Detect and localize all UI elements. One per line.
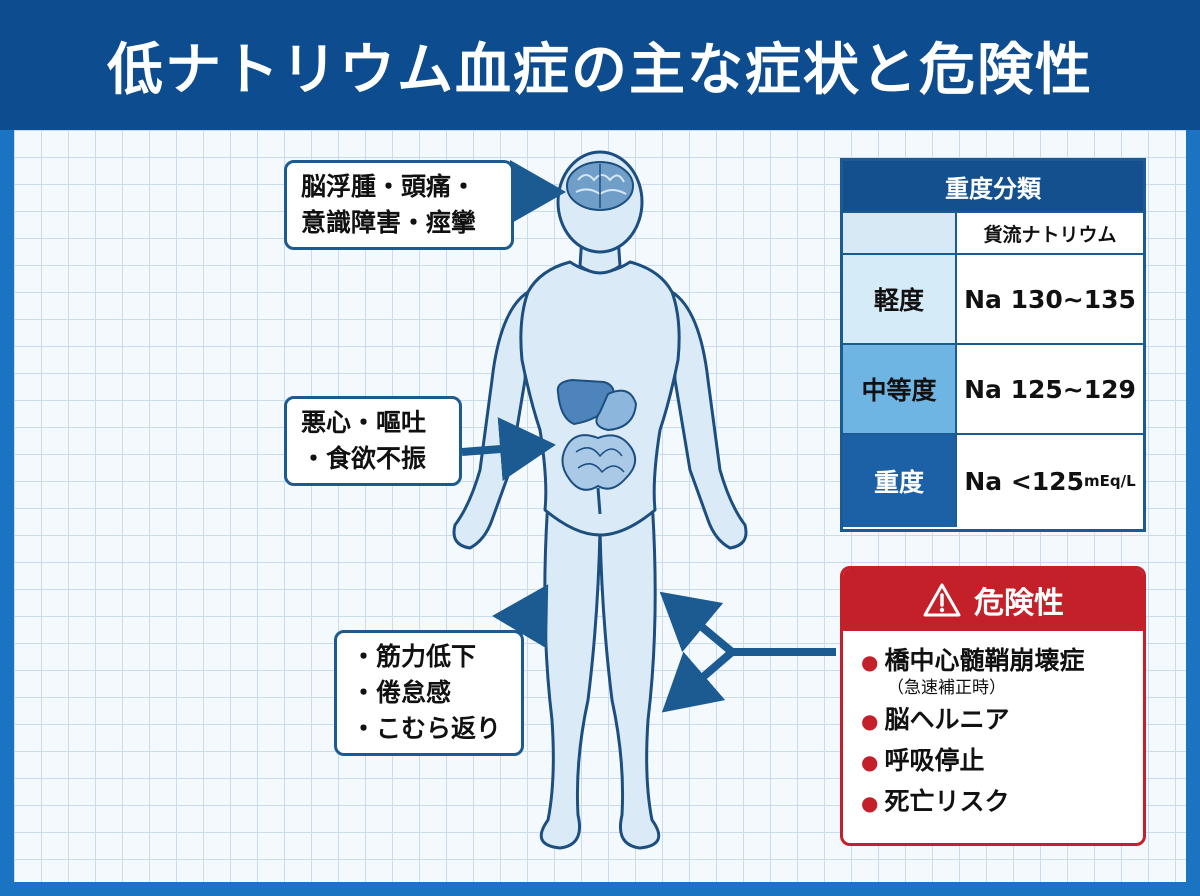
bullet-icon: ● xyxy=(861,709,879,733)
danger-item: ●脳ヘルニア xyxy=(861,700,1143,741)
severity-value: Na <125 xyxy=(964,466,1084,496)
stomach-icon xyxy=(556,378,638,432)
danger-item: ●呼吸停止 xyxy=(861,741,1143,782)
callout-line: 意識障害・痙攣 xyxy=(301,208,477,237)
severity-level: 軽度 xyxy=(843,255,957,343)
danger-list: ●橋中心髄鞘崩壊症 （急速補正時） ●脳ヘルニア ●呼吸停止 ●死亡リスク xyxy=(843,631,1143,823)
header-bar: 低ナトリウム血症の主な症状と危険性 xyxy=(0,0,1200,130)
severity-column-header: 貨流ナトリウム xyxy=(983,223,1117,246)
callout-line: ・こむら返り xyxy=(351,714,502,743)
bullet-icon: ● xyxy=(861,650,879,674)
danger-item-text: 呼吸停止 xyxy=(884,746,985,775)
severity-table: 重度分類 貨流ナトリウム 軽度 Na 130~135 中等度 Na 125~12… xyxy=(840,158,1146,532)
danger-header: 危険性 xyxy=(843,569,1143,631)
callout-line: ・倦怠感 xyxy=(351,678,452,707)
page-title: 低ナトリウム血症の主な症状と危険性 xyxy=(107,37,1093,103)
callout-abdomen-symptoms: 悪心・嘔吐 ・食欲不振 xyxy=(284,396,462,486)
callout-head-symptoms: 脳浮腫・頭痛・ 意識障害・痙攣 xyxy=(284,160,514,250)
severity-header-empty xyxy=(843,213,957,253)
brain-icon xyxy=(566,161,634,211)
danger-item-note: （急速補正時） xyxy=(887,678,1006,698)
severity-level: 中等度 xyxy=(843,345,957,433)
severity-level: 重度 xyxy=(843,435,957,527)
danger-item-text: 橋中心髄鞘崩壊症 xyxy=(884,646,1085,675)
danger-item-text: 死亡リスク xyxy=(884,787,1010,816)
callout-line: ・筋力低下 xyxy=(351,642,477,671)
danger-box: 危険性 ●橋中心髄鞘崩壊症 （急速補正時） ●脳ヘルニア ●呼吸停止 ●死亡リス… xyxy=(840,566,1146,846)
danger-title: 危険性 xyxy=(974,586,1064,621)
intestine-icon xyxy=(561,434,637,515)
severity-title: 重度分類 xyxy=(843,161,1143,211)
bullet-icon: ● xyxy=(861,791,879,815)
callout-line: ・食欲不振 xyxy=(301,444,427,473)
danger-item: ●橋中心髄鞘崩壊症 xyxy=(861,641,1143,682)
severity-header-row: 貨流ナトリウム xyxy=(843,211,1143,253)
severity-unit: mEq/L xyxy=(1083,472,1136,490)
severity-row-moderate: 中等度 Na 125~129 xyxy=(843,343,1143,433)
callout-leg-symptoms: ・筋力低下 ・倦怠感 ・こむら返り xyxy=(334,630,524,756)
severity-value: Na 130~135 xyxy=(964,284,1136,314)
severity-row-mild: 軽度 Na 130~135 xyxy=(843,253,1143,343)
warning-icon xyxy=(923,583,961,617)
danger-item-text: 脳ヘルニア xyxy=(884,705,1010,734)
callout-line: 脳浮腫・頭痛・ xyxy=(301,172,477,201)
bullet-icon: ● xyxy=(861,750,879,774)
severity-value: Na 125~129 xyxy=(964,374,1136,404)
callout-line: 悪心・嘔吐 xyxy=(301,408,427,437)
danger-item: ●死亡リスク xyxy=(861,782,1143,823)
